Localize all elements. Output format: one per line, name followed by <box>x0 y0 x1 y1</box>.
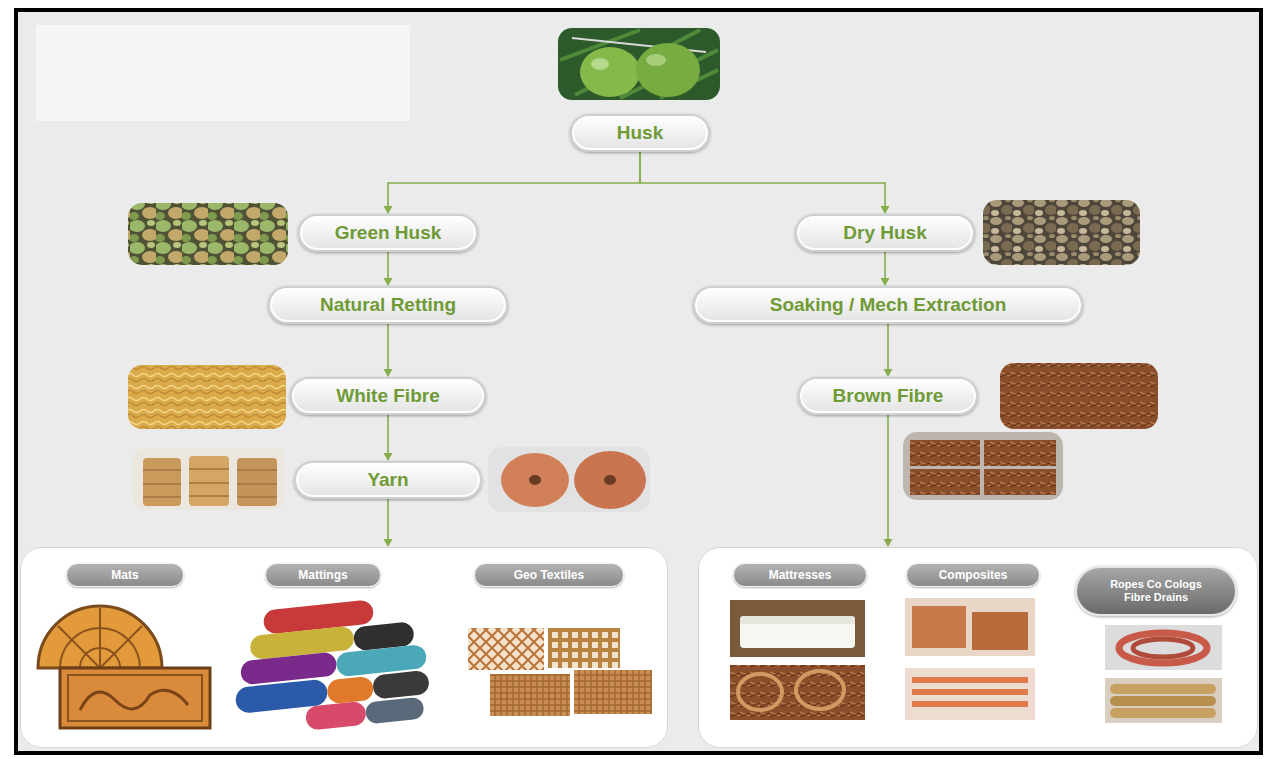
node-label: Green Husk <box>335 222 442 244</box>
node-label: Mats <box>111 568 138 582</box>
node-label: Mattresses <box>769 568 832 582</box>
arrow-head <box>384 278 393 286</box>
node-label: Brown Fibre <box>833 385 944 407</box>
node-label: Husk <box>617 122 663 144</box>
process-pill: Husk <box>570 114 710 152</box>
flow-arrow <box>881 252 890 286</box>
product-tag: Geo Textiles <box>474 563 624 587</box>
flow-arrow <box>384 252 393 286</box>
flow-line <box>640 152 885 207</box>
node-label: Geo Textiles <box>514 568 584 582</box>
process-pill: Green Husk <box>298 214 478 252</box>
flow-arrow <box>640 152 890 214</box>
product-tag: Mats <box>66 563 184 587</box>
process-pill: Soaking / Mech Extraction <box>693 286 1083 324</box>
node-label: Ropes Co Cologs Fibre Drains <box>1108 578 1204 604</box>
flow-line <box>388 152 640 207</box>
flow-line <box>387 499 389 540</box>
flow-line <box>887 324 889 370</box>
product-tag: Composites <box>906 563 1040 587</box>
process-pill: Natural Retting <box>268 286 508 324</box>
process-pill: Dry Husk <box>795 214 975 252</box>
arrow-head <box>384 453 393 461</box>
flow-line <box>887 415 889 540</box>
arrow-head <box>881 278 890 286</box>
flow-arrow <box>384 324 393 377</box>
node-label: Soaking / Mech Extraction <box>770 294 1007 316</box>
product-tag: Ropes Co Cologs Fibre Drains <box>1075 566 1237 616</box>
flow-line <box>387 252 389 279</box>
process-pill: Yarn <box>294 461 482 499</box>
flow-arrow <box>384 499 393 547</box>
process-pill: White Fibre <box>290 377 486 415</box>
flow-arrow <box>884 415 893 547</box>
node-label: Yarn <box>367 469 408 491</box>
flow-line <box>387 415 389 454</box>
node-label: Natural Retting <box>320 294 456 316</box>
node-label: White Fibre <box>336 385 439 407</box>
flow-arrow <box>384 415 393 461</box>
node-label: Mattings <box>298 568 347 582</box>
product-panel: Mattresses CompositesRopes Co Cologs Fibr… <box>698 547 1258 748</box>
process-pill: Brown Fibre <box>798 377 978 415</box>
flow-arrow <box>384 152 641 214</box>
node-label: Dry Husk <box>843 222 926 244</box>
product-panel: Mats Mattings Geo Textiles <box>20 547 668 748</box>
arrow-head <box>384 206 393 214</box>
flow-line <box>884 252 886 279</box>
arrow-head <box>881 206 890 214</box>
arrow-head <box>884 369 893 377</box>
flow-line <box>387 324 389 370</box>
node-label: Composites <box>939 568 1008 582</box>
product-tag: Mattresses <box>733 563 867 587</box>
arrow-head <box>384 369 393 377</box>
arrow-head <box>384 539 393 547</box>
arrow-head <box>884 539 893 547</box>
flow-arrow <box>884 324 893 377</box>
product-tag: Mattings <box>265 563 381 587</box>
